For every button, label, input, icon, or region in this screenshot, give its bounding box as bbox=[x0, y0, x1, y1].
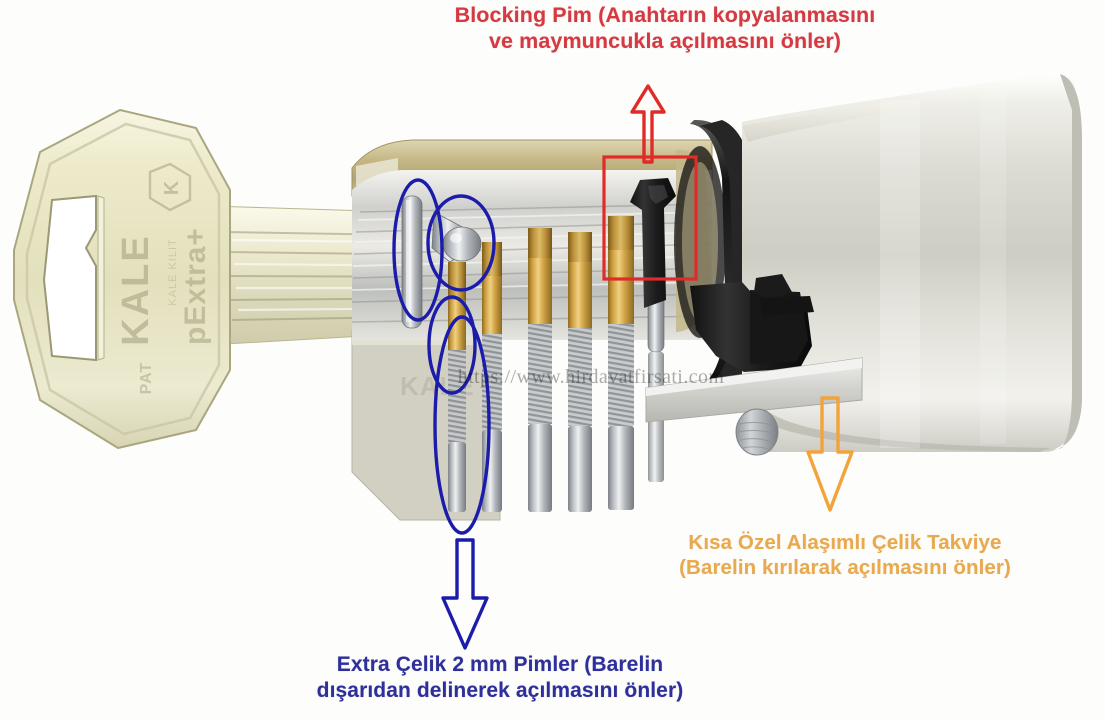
orange-down-arrow-marker bbox=[806, 396, 854, 512]
annotation-blocking-pim: Blocking Pim (Anahtarın kopyalanmasını v… bbox=[454, 3, 876, 54]
cam-lever bbox=[690, 274, 814, 372]
red-up-arrow-marker bbox=[630, 84, 666, 164]
key-patent-mark: PAT bbox=[138, 362, 155, 395]
annotation-extra-celik-pimler: Extra Çelik 2 mm Pimler (Barelin dışarıd… bbox=[316, 653, 684, 702]
key-brand-text: KALE bbox=[115, 234, 157, 345]
steel-pins-highlight bbox=[392, 178, 496, 535]
key-brand-sub: KALE KILIT bbox=[167, 238, 179, 305]
blue-down-arrow-marker bbox=[441, 538, 489, 650]
key-brand-sub-text: KALE KILIT bbox=[167, 238, 179, 305]
key-model-mark: pExtra+ bbox=[179, 227, 212, 345]
key-brand-mark: KALE bbox=[115, 234, 157, 345]
blocking-pin bbox=[630, 178, 676, 308]
key-patent-text: PAT bbox=[138, 362, 155, 395]
ellipse-steel-pin-mid bbox=[427, 295, 477, 395]
blocking-pin-highlight bbox=[602, 155, 698, 281]
ellipse-steel-pin-long bbox=[433, 315, 491, 535]
pin-stack-e bbox=[608, 216, 634, 510]
cylinder-assembly: KALE bbox=[351, 72, 1082, 521]
ellipse-ball-pin bbox=[426, 194, 496, 292]
screw-hole bbox=[735, 408, 779, 456]
key-model-text: pExtra+ bbox=[179, 227, 212, 345]
pin-stack-c bbox=[528, 228, 552, 512]
annotation-celik-takviye: Kısa Özel Alaşımlı Çelik Takviye (Bareli… bbox=[679, 531, 1011, 579]
ellipse-steel-pin-1 bbox=[392, 178, 444, 322]
steel-reinforcement-bar bbox=[645, 357, 863, 423]
svg-text:K: K bbox=[161, 180, 183, 195]
kale-hexagon-emblem: K bbox=[148, 162, 192, 212]
pin-stack-d bbox=[568, 232, 592, 512]
steel-antidrill-pin-1 bbox=[401, 195, 423, 329]
